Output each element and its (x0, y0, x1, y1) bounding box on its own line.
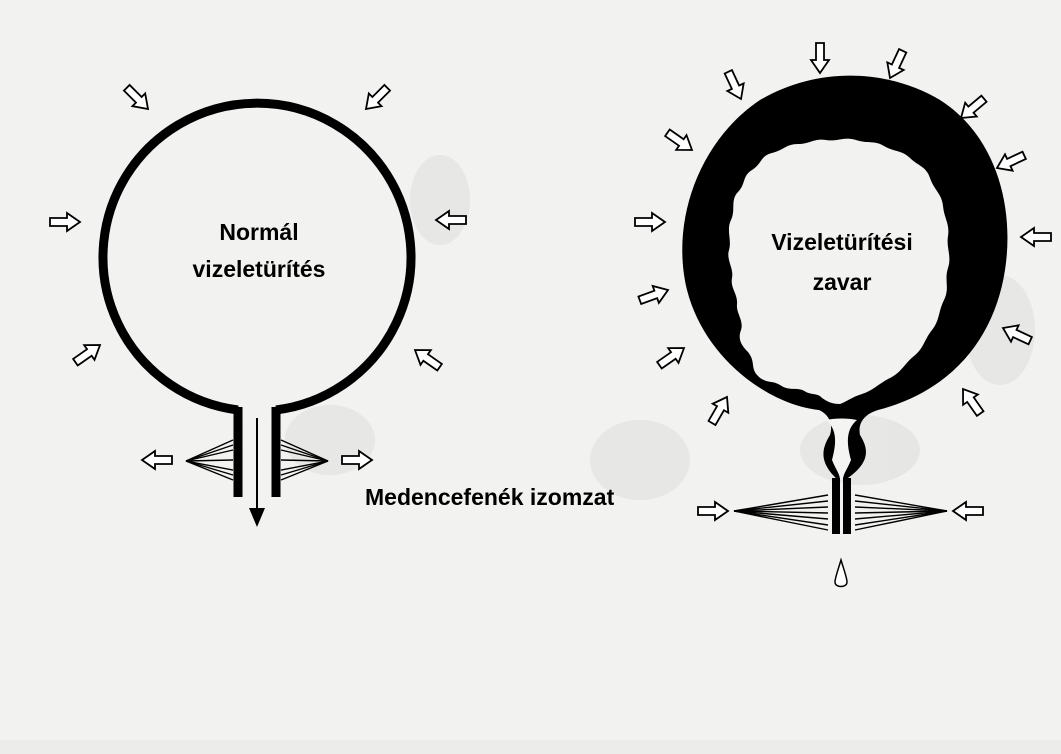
normal-title-line2: vizeletürítés (193, 256, 326, 282)
normal-title-line1: Normál (219, 219, 298, 245)
urethra-left-wall-closed (832, 478, 840, 534)
scan-bottom-edge (0, 740, 1061, 754)
disorder-title-line1: Vizeletürítési (771, 229, 912, 255)
pelvic-floor-label: Medencefenék izomzat (365, 484, 615, 510)
disorder-title-line2: zavar (813, 269, 872, 295)
urethra-right-wall-closed (843, 478, 851, 534)
